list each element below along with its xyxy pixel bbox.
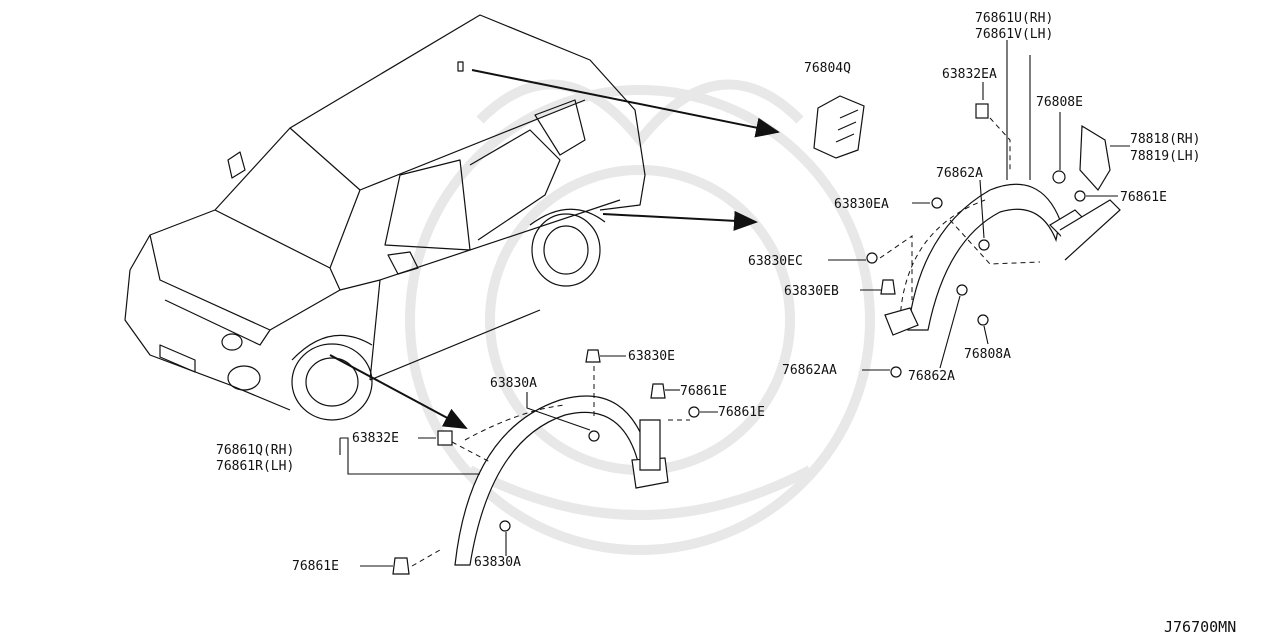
label-76861E-rear: 76861E [1120,190,1167,205]
callout-arrows [329,69,780,429]
label-63830EA: 63830EA [834,197,889,212]
label-76862AA: 76862AA [782,363,837,378]
label-63830EC: 63830EC [748,254,803,269]
fasteners-rear [866,103,1086,378]
label-76862A-bottom: 76862A [908,369,955,384]
label-76808E: 76808E [1036,95,1083,110]
label-63830E: 63830E [628,349,675,364]
label-76808A: 76808A [964,347,1011,362]
front-wheel-arch-moulding [454,395,669,566]
label-76861U: 76861U(RH) [975,11,1053,26]
label-76861V: 76861V(LH) [975,27,1053,42]
diagram-id: J76700MN [1164,618,1236,636]
part-76804Q [813,95,865,159]
label-76861R: 76861R(LH) [216,459,294,474]
label-78819: 78819(LH) [1130,149,1200,164]
label-76861E-front-2: 76861E [718,405,765,420]
label-63830EB: 63830EB [784,284,839,299]
label-76861E-front-3: 76861E [292,559,339,574]
label-63832EA: 63832EA [942,67,997,82]
rear-wheel-arch-moulding [884,124,1121,336]
label-63832E: 63832E [352,431,399,446]
label-63830A-bottom: 63830A [474,555,521,570]
label-76861Q: 76861Q(RH) [216,443,294,458]
vehicle-illustration [124,14,646,421]
label-63830A-top: 63830A [490,376,537,391]
label-76862A-top: 76862A [936,166,983,181]
label-76804Q: 76804Q [804,61,851,76]
front-leader-lines [339,355,718,567]
fasteners-front [392,349,700,575]
part-labels: 76804Q 76861U(RH) 76861V(LH) 63832EA 768… [216,11,1236,636]
label-78818: 78818(RH) [1130,132,1200,147]
rear-leader-lines [828,40,1130,371]
label-76861E-front-1: 76861E [680,384,727,399]
